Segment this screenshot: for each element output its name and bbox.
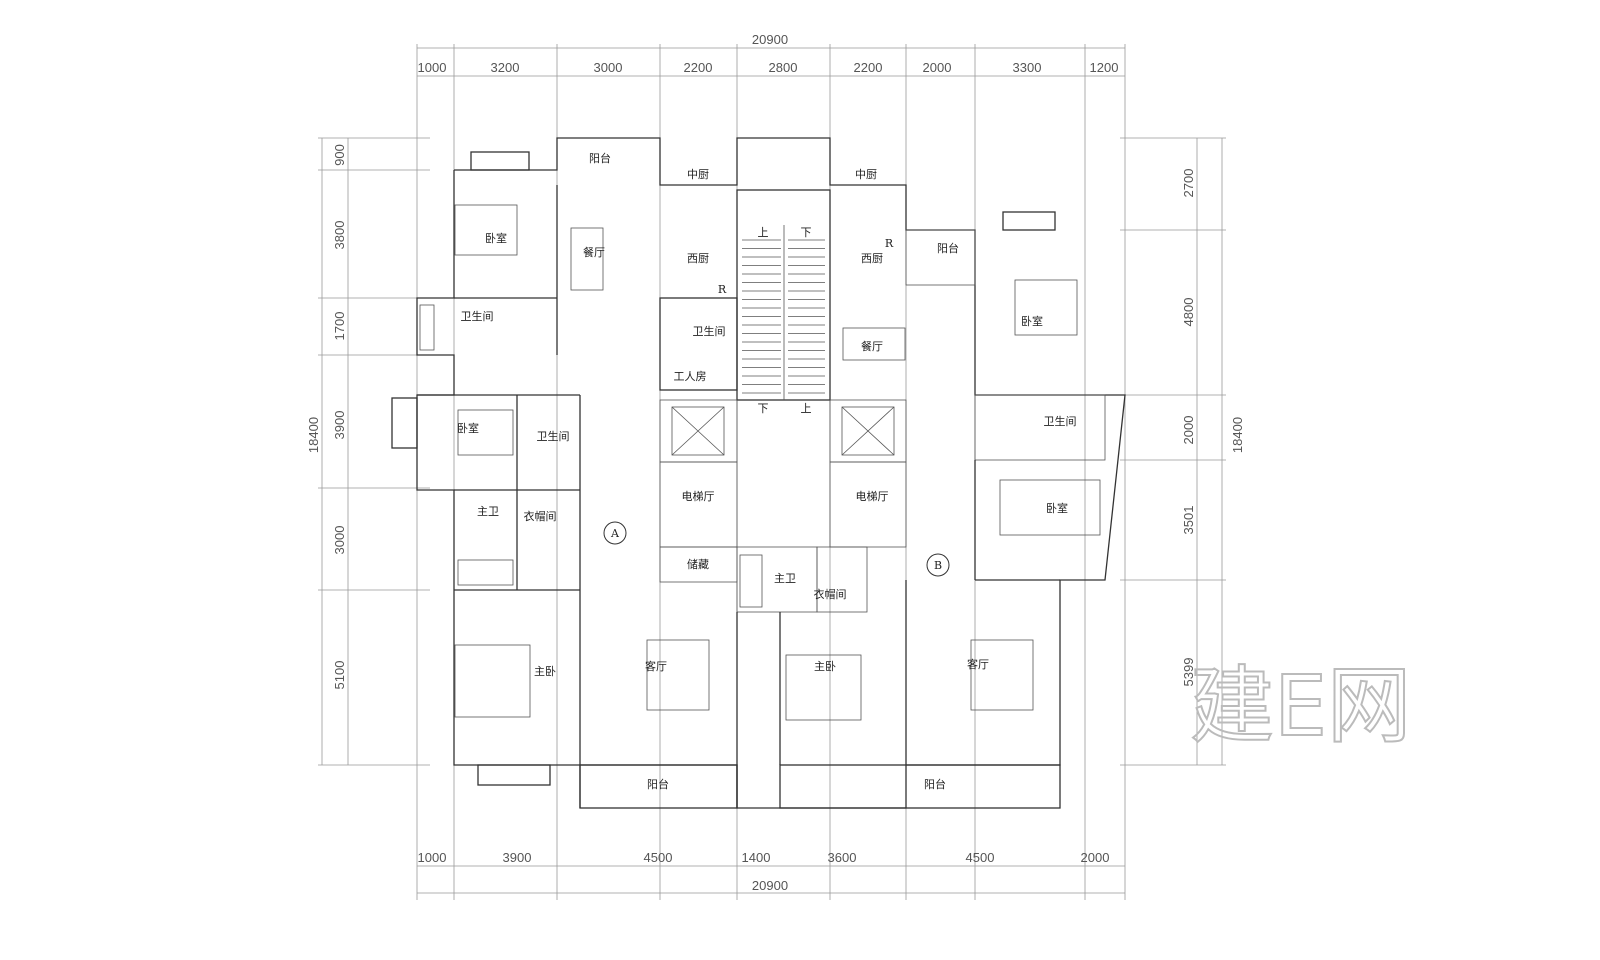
dim-top-total: 20900 [752,32,788,47]
dim-top: 2200 [854,60,883,75]
room-bedroom: 卧室 [1021,314,1043,328]
dim-left: 3900 [332,411,347,440]
room-closet: 衣帽间 [814,587,847,601]
room-dining: 餐厅 [583,245,605,259]
dim-top: 3200 [491,60,520,75]
dim-right: 4800 [1181,298,1196,327]
room-storage: 储藏 [687,557,709,571]
dim-bottom: 4500 [966,850,995,865]
room-balcony: 阳台 [924,777,946,791]
dim-top: 1200 [1090,60,1119,75]
dim-top: 2000 [923,60,952,75]
dim-left: 900 [332,144,347,166]
room-bedroom: 卧室 [457,421,479,435]
room-chinese-kitchen: 中厨 [687,168,709,181]
room-bathroom: 卫生间 [461,309,494,323]
dim-right: 3501 [1181,506,1196,535]
dim-right-total: 18400 [1230,417,1245,453]
unit-b-label: B [934,559,942,572]
dim-bottom: 3600 [828,850,857,865]
dim-left: 3800 [332,221,347,250]
dim-top: 2800 [769,60,798,75]
room-master-bedroom: 主卧 [534,665,556,678]
room-closet: 衣帽间 [524,509,557,523]
dim-left: 5100 [332,661,347,690]
room-balcony: 阳台 [647,777,669,791]
dim-right: 5399 [1181,658,1196,687]
room-elevator-hall: 电梯厅 [682,490,715,503]
room-elevator-hall: 电梯厅 [856,490,889,503]
dim-top: 2200 [684,60,713,75]
room-master-bath: 主卫 [477,505,499,518]
unit-a-marker [603,521,627,545]
dim-left-total: 18400 [306,417,321,453]
dim-bottom-total: 20900 [752,878,788,893]
dim-top: 1000 [418,60,447,75]
stair-down: 下 [801,226,812,239]
room-bedroom: 卧室 [485,231,507,245]
unit-a-label: A [610,527,620,540]
dim-left: 3000 [332,526,347,555]
room-living: 客厅 [967,657,989,671]
room-bedroom: 卧室 [1046,501,1068,515]
dim-top: 3300 [1013,60,1042,75]
fridge-label: R [718,283,727,296]
stair-down: 下 [758,402,769,415]
room-maid: 工人房 [674,370,707,383]
dim-left: 1700 [332,312,347,341]
dim-bottom: 1000 [418,850,447,865]
room-bathroom: 卫生间 [1044,414,1077,428]
dim-bottom: 4500 [644,850,673,865]
room-bathroom: 卫生间 [537,429,570,443]
dim-right: 2000 [1181,416,1196,445]
walls [391,137,1126,809]
dim-bottom: 1400 [742,850,771,865]
room-master-bedroom: 主卧 [814,660,836,673]
room-bathroom: 卫生间 [693,324,726,338]
room-living: 客厅 [645,659,667,673]
room-balcony: 阳台 [589,151,611,165]
room-balcony: 阳台 [937,241,959,255]
dim-bottom: 2000 [1081,850,1110,865]
dim-right: 2700 [1181,169,1196,198]
room-chinese-kitchen: 中厨 [855,168,877,181]
dim-top: 3000 [594,60,623,75]
unit-b-marker [926,553,950,577]
fridge-label: R [885,237,894,250]
room-western-kitchen: 西厨 [687,252,709,265]
watermark-logo: 建E网 [1190,657,1411,755]
dim-bottom: 3900 [503,850,532,865]
room-western-kitchen: 西厨 [861,252,883,265]
stair-up: 上 [801,402,812,415]
room-master-bath: 主卫 [774,572,796,585]
stair-up: 上 [758,226,769,239]
room-dining: 餐厅 [861,339,883,353]
